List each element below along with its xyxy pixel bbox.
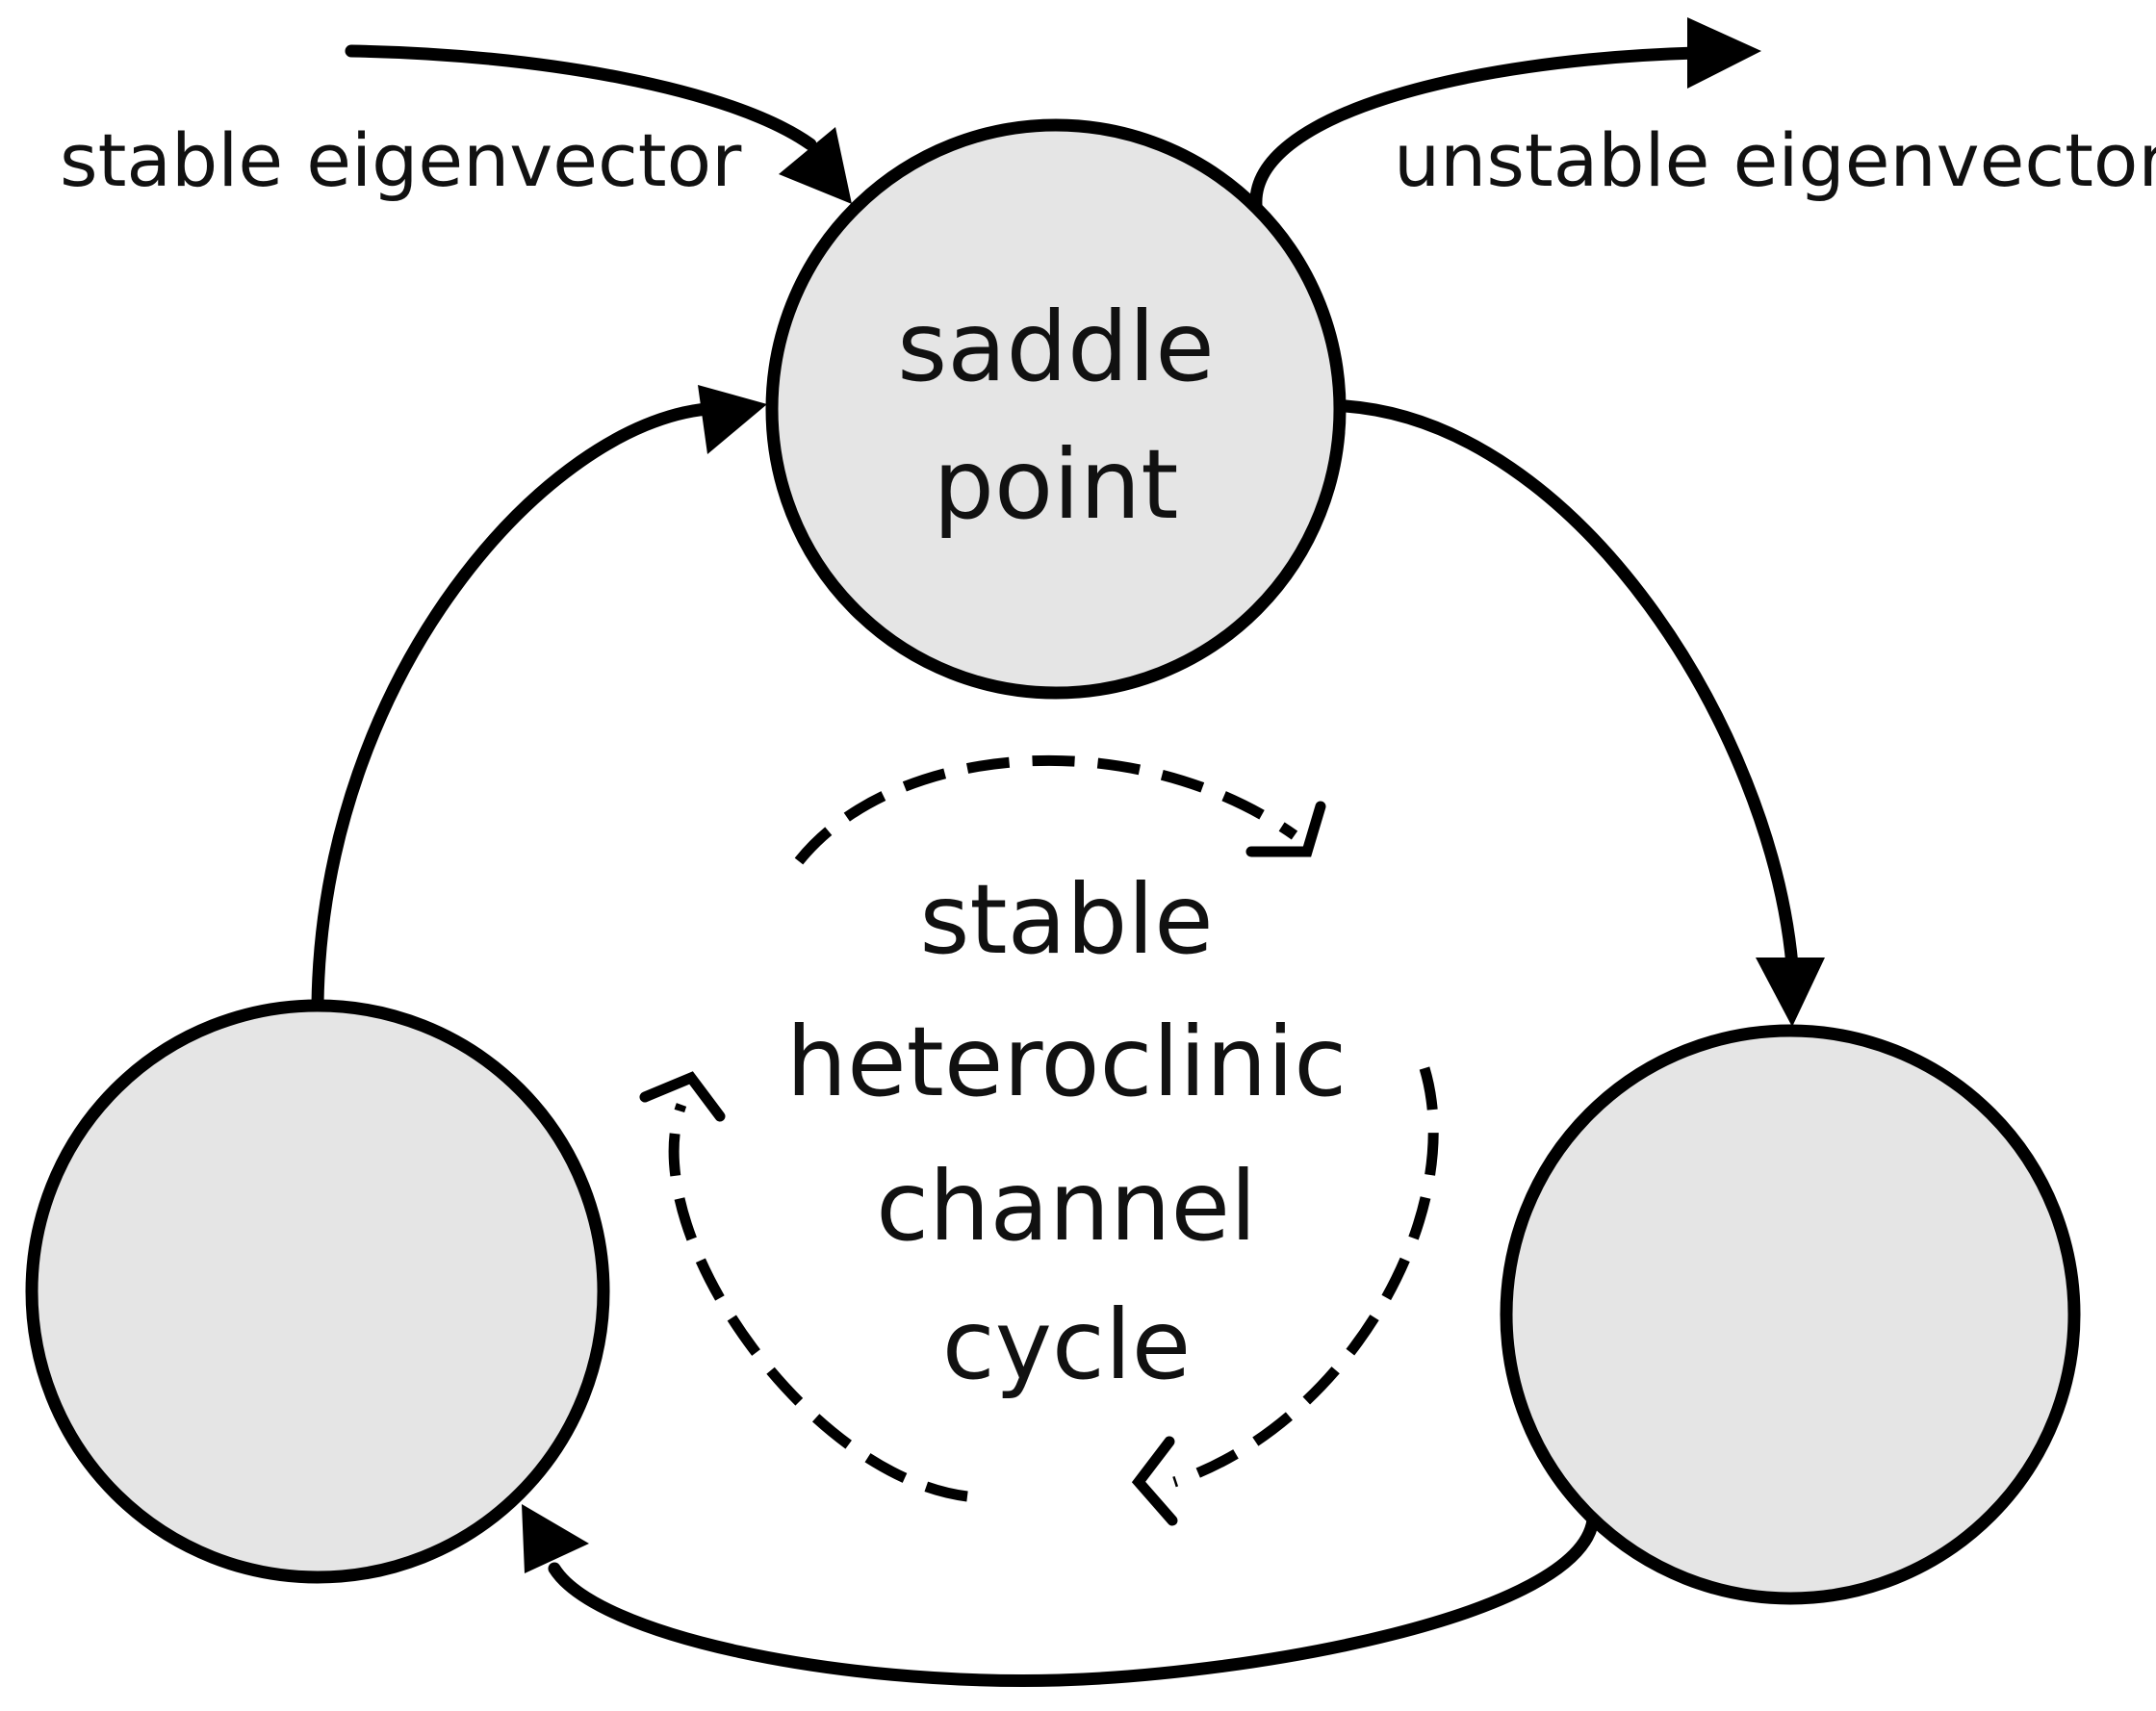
dashed-arc-left xyxy=(668,1103,968,1502)
connection-right-to-left-arrowhead xyxy=(522,1504,589,1573)
unstable-eigenvector-arrow-line xyxy=(1249,46,1703,212)
cycle-label-line-3: channel xyxy=(876,1150,1257,1263)
cycle-label-line-4: cycle xyxy=(942,1289,1191,1401)
inner-cycle-dashed-arrows xyxy=(639,754,1439,1526)
stable-eigenvector-arrowhead xyxy=(779,127,852,204)
connection-top-to-right xyxy=(1339,399,1799,972)
saddle-point-label-line-1: saddle xyxy=(897,291,1215,403)
dashed-arrowhead-top xyxy=(1245,801,1326,857)
connection-right-to-left xyxy=(548,1514,1600,1687)
saddle-node-bottom-left xyxy=(25,999,610,1584)
saddle-node-top xyxy=(765,118,1347,700)
nodes xyxy=(25,118,2081,1605)
dashed-arrowhead-right xyxy=(1131,1436,1178,1526)
cycle-label-line-2: heteroclinic xyxy=(786,1006,1347,1118)
dashed-arc-right xyxy=(1172,1066,1439,1488)
saddle-node-bottom-right xyxy=(1500,1024,2081,1605)
connection-left-to-top-arrowhead xyxy=(698,385,767,454)
cycle-label-line-1: stable xyxy=(919,863,1213,976)
heteroclinic-connections xyxy=(311,17,1825,1687)
saddle-point-label-line-2: point xyxy=(933,428,1178,541)
dashed-arrowhead-left xyxy=(639,1071,726,1122)
stable-eigenvector-label: stable eigenvector xyxy=(60,117,742,203)
unstable-eigenvector-label: unstable eigenvector xyxy=(1394,117,2156,203)
labels: stable eigenvector unstable eigenvector … xyxy=(60,117,2156,1401)
unstable-eigenvector-arrowhead xyxy=(1687,17,1761,89)
connection-top-to-right-arrowhead xyxy=(1756,958,1825,1027)
stable-eigenvector-arrow-line xyxy=(345,44,817,151)
connection-left-to-top xyxy=(311,402,714,1010)
dashed-arc-top xyxy=(794,754,1298,865)
